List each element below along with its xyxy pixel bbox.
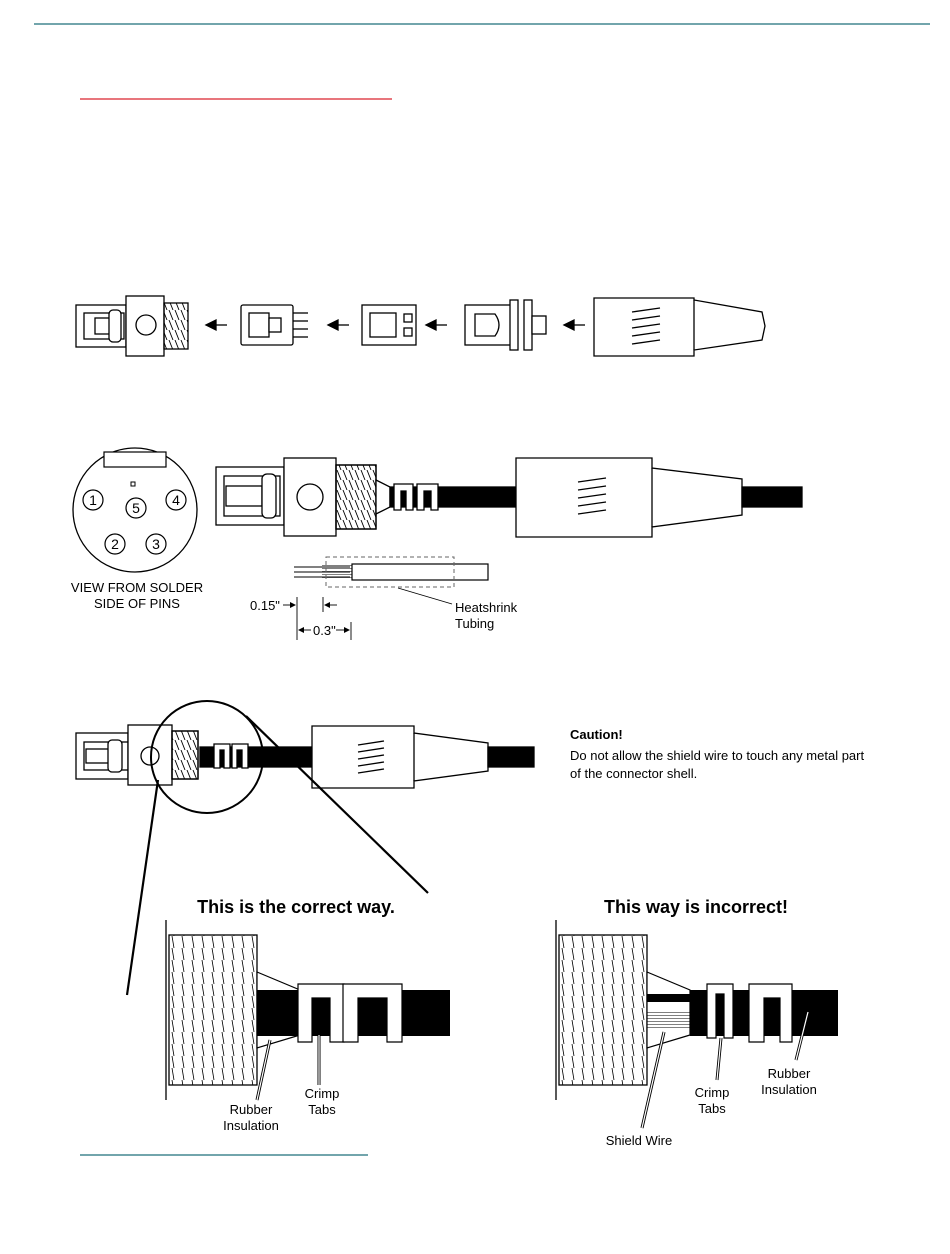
pin-label-3: 3	[152, 536, 160, 552]
part-housing	[76, 296, 188, 356]
strip-detail: 0.15" 0.3" Heatshrink Tubing	[250, 557, 518, 640]
pin-label-1: 1	[89, 492, 97, 508]
incorrect-rubber-label: Insulation	[761, 1082, 817, 1097]
assembled-connector	[216, 458, 802, 537]
part-pin-insert	[241, 305, 308, 345]
incorrect-rubber-label: Rubber	[768, 1066, 811, 1081]
zoom-line-left	[127, 780, 158, 995]
incorrect-detail: Crimp Tabs Rubber Insulation Shield Wire	[556, 920, 838, 1148]
pin-view-caption: VIEW FROM SOLDER	[71, 580, 203, 595]
heatshrink-label: Tubing	[455, 616, 494, 631]
part-cable-clamp	[465, 300, 546, 350]
arrow-icon	[426, 320, 436, 330]
arrow-icon	[328, 320, 338, 330]
heatshrink-label: Heatshrink	[455, 600, 518, 615]
pin-label-4: 4	[172, 492, 180, 508]
shield-wire-label: Shield Wire	[606, 1133, 672, 1148]
pin-view-caption: SIDE OF PINS	[94, 596, 180, 611]
correct-crimp-label: Tabs	[308, 1102, 336, 1117]
correct-detail: Crimp Tabs Rubber Insulation	[166, 920, 450, 1133]
arrow-icon	[564, 320, 574, 330]
exploded-parts	[76, 296, 765, 356]
pin-view-diagram: 1 5 4 2 3 VIEW FROM SOLDER SIDE OF PINS	[71, 448, 203, 611]
incorrect-crimp-label: Crimp	[695, 1085, 730, 1100]
part-sleeve	[362, 305, 416, 345]
caution-body: Do not allow the shield wire to touch an…	[570, 747, 870, 783]
dimension-long: 0.3"	[313, 623, 336, 638]
correct-rubber-label: Rubber	[230, 1102, 273, 1117]
correct-crimp-label: Crimp	[305, 1086, 340, 1101]
pin-label-2: 2	[111, 536, 119, 552]
caution-title: Caution!	[570, 727, 623, 742]
correct-rubber-label: Insulation	[223, 1118, 279, 1133]
dimension-short: 0.15"	[250, 598, 280, 613]
incorrect-heading: This way is incorrect!	[604, 897, 788, 917]
incorrect-crimp-label: Tabs	[698, 1101, 726, 1116]
arrow-icon	[206, 320, 216, 330]
correct-heading: This is the correct way.	[197, 897, 395, 917]
part-boot	[594, 298, 765, 356]
assembled-connector-2	[76, 725, 534, 788]
pin-label-5: 5	[132, 500, 140, 516]
